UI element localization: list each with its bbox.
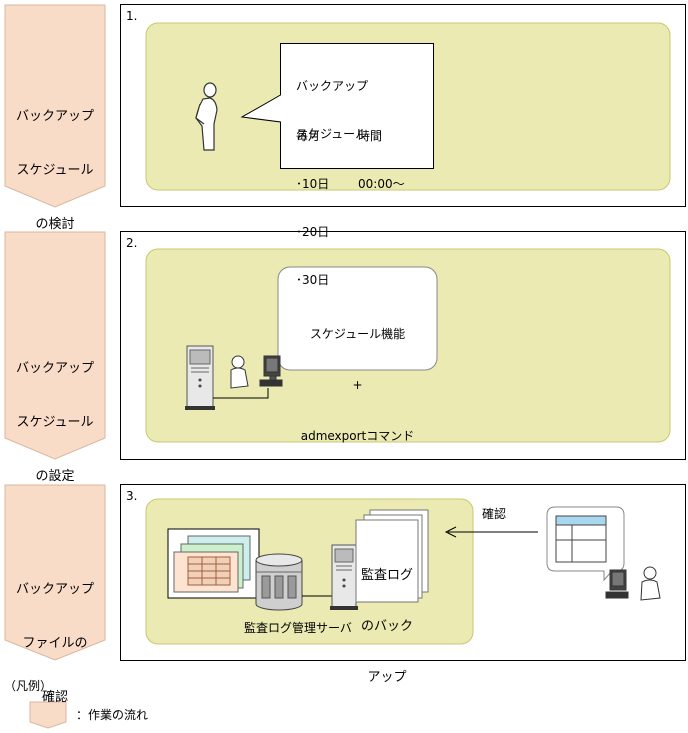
backup-documents-icon xyxy=(355,509,429,603)
step2-label-line: スケジュール xyxy=(16,415,94,430)
backup-doc-label: 監査ログ のバック アップ xyxy=(356,533,418,703)
function-line: スケジュール機能 xyxy=(309,327,406,341)
day-item: ･20日 xyxy=(296,225,330,239)
legend-title: （凡例） xyxy=(4,679,53,693)
audit-server-icon xyxy=(330,544,358,610)
legend-item-label: ：作業の流れ xyxy=(76,708,149,722)
step2-label-line: の設定 xyxy=(35,469,75,484)
day-item: ･10日 xyxy=(296,177,330,191)
day-header: 毎月 xyxy=(296,129,321,143)
person-standing-icon xyxy=(195,82,218,151)
backup-doc-line: アップ xyxy=(367,670,407,685)
step2-flow-label: バックアップ スケジュール の設定 xyxy=(5,324,105,504)
network-cable xyxy=(213,388,269,399)
window-icon xyxy=(555,515,607,563)
schedule-day-column: 毎月 ･10日 ･20日 ･30日 xyxy=(296,96,329,304)
step1-bubble xyxy=(240,43,434,169)
schedule-title: バックアップ スケジュール xyxy=(296,46,368,158)
flow-arrow-step2 xyxy=(4,231,106,460)
log-documents-icon xyxy=(167,528,260,599)
plus-sign: + xyxy=(352,378,363,392)
step1-label-line: スケジュール xyxy=(16,163,94,178)
client-operator-icon xyxy=(605,566,661,601)
database-icon xyxy=(255,553,303,611)
step1-label-line: バックアップ xyxy=(15,109,94,124)
schedule-title-line: スケジュール xyxy=(296,127,368,141)
step3-number: 3. xyxy=(126,489,138,503)
step2-number: 2. xyxy=(126,236,138,250)
step2-label-line: バックアップ xyxy=(15,361,94,376)
schedule-title-line: バックアップ xyxy=(296,79,369,93)
step3-label-line: バックアップ xyxy=(15,582,94,597)
server-tower-icon xyxy=(185,345,215,410)
backup-doc-line: のバック xyxy=(360,619,413,634)
legend-flow-swatch xyxy=(29,701,67,729)
step1-label-line: の検討 xyxy=(35,217,75,232)
step3-label-line: ファイルの xyxy=(22,636,88,651)
confirm-arrowhead xyxy=(444,526,457,538)
time-value: 00:00～ xyxy=(358,177,405,191)
flow-arrow-step1 xyxy=(4,4,106,208)
operator-at-pc-icon xyxy=(230,355,283,389)
backup-doc-line: 監査ログ xyxy=(360,568,413,583)
step1-number: 1. xyxy=(126,9,138,23)
schedule-function-text: スケジュール機能 + admexportコマンド xyxy=(278,292,437,462)
time-header: 時間 xyxy=(358,129,383,143)
day-item: ･30日 xyxy=(296,273,330,287)
server-label: 監査ログ管理サーバ xyxy=(244,621,352,635)
confirm-label: 確認 xyxy=(482,507,507,521)
step2-bubble xyxy=(277,266,438,371)
step3-label-line: 確認 xyxy=(41,690,68,705)
schedule-time-column: 時間 00:00～ xyxy=(358,96,405,208)
step3-flow-label: バックアップ ファイルの 確認 xyxy=(5,545,105,725)
flow-arrow-step3 xyxy=(4,484,106,661)
step1-flow-label: バックアップ スケジュール の検討 xyxy=(5,72,105,252)
command-line: admexportコマンド xyxy=(300,429,415,443)
